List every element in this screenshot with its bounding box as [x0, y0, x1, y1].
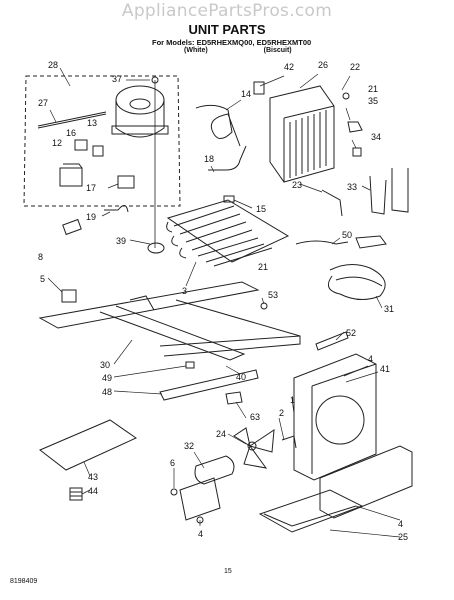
- callout-4: 4: [368, 354, 373, 364]
- callout-2: 2: [279, 408, 284, 418]
- callout-12: 12: [52, 138, 62, 148]
- footer-code: 8198409: [10, 578, 38, 585]
- model-variants: (White) (Biscuit): [184, 47, 424, 54]
- callout-35: 35: [368, 96, 378, 106]
- part-63: [225, 391, 243, 405]
- callout-22: 22: [350, 62, 360, 72]
- callout-4: 4: [398, 519, 403, 529]
- part-16: [74, 139, 88, 151]
- callout-14: 14: [241, 89, 251, 99]
- evaporator-coil: [166, 199, 290, 267]
- footer-page: 15: [224, 568, 232, 575]
- fan-shroud: [293, 353, 413, 519]
- callout-21: 21: [368, 84, 378, 94]
- callout-48: 48: [102, 387, 112, 397]
- variant-white: (White): [184, 47, 208, 54]
- part-19-wire: [104, 205, 129, 213]
- part-49: [185, 361, 195, 369]
- part-8: [62, 218, 82, 236]
- base-frame: [38, 281, 301, 361]
- callout-41: 41: [380, 364, 390, 374]
- callout-5: 5: [40, 274, 45, 284]
- callout-26: 26: [318, 60, 328, 70]
- callout-28: 28: [48, 60, 58, 70]
- part-42: [253, 81, 265, 95]
- part-5: [61, 289, 77, 303]
- callout-8: 8: [38, 252, 43, 262]
- part-44-spring: [69, 487, 83, 501]
- callout-44: 44: [88, 486, 98, 496]
- part-32-motor: [194, 455, 235, 485]
- part-35: [347, 121, 363, 133]
- callout-42: 42: [284, 62, 294, 72]
- part-31-harness: [327, 264, 386, 300]
- part-15: [223, 195, 235, 203]
- motor-bracket: [179, 477, 221, 521]
- part-2-clip: [281, 435, 297, 449]
- condenser-part: [269, 85, 335, 183]
- variant-biscuit: (Biscuit): [263, 47, 292, 54]
- callout-40: 40: [236, 372, 246, 382]
- callout-43: 43: [88, 472, 98, 482]
- callout-39: 39: [116, 236, 126, 246]
- callout-33: 33: [347, 182, 357, 192]
- part-39-grommet: [147, 242, 165, 254]
- part-43-plate: [39, 419, 138, 471]
- part-27-tube: [37, 111, 107, 127]
- leader-lines: [47, 67, 401, 538]
- callout-23: 23: [292, 180, 302, 190]
- callout-31: 31: [384, 304, 394, 314]
- part-17: [117, 175, 135, 189]
- callout-19: 19: [86, 212, 96, 222]
- page-title: UNIT PARTS: [188, 22, 266, 37]
- part-12-relay: [59, 163, 83, 187]
- callout-17: 17: [86, 183, 96, 193]
- part-18-tube: [208, 145, 247, 171]
- part-34: [352, 147, 362, 157]
- callout-37: 37: [112, 74, 122, 84]
- callout-53: 53: [268, 290, 278, 300]
- callout-32: 32: [184, 441, 194, 451]
- watermark: AppliancePartsPros.com: [121, 1, 333, 21]
- callout-49: 49: [102, 373, 112, 383]
- callout-21: 21: [258, 262, 268, 272]
- models-list: ED5RHEXMQ00, ED5RHEXMT00: [196, 38, 312, 47]
- part-48-strip: [159, 369, 259, 401]
- part-clamp: [355, 235, 387, 249]
- part-14-tube: [195, 104, 241, 147]
- callout-27: 27: [38, 98, 48, 108]
- part-6-screw: [170, 488, 178, 496]
- callout-1: 1: [290, 395, 295, 405]
- models-prefix: For Models:: [152, 38, 195, 47]
- compressor-group-box: [23, 75, 181, 207]
- part-50-wire: [295, 240, 349, 245]
- part-21-screw: [342, 92, 350, 100]
- part-13: [92, 145, 104, 157]
- callout-30: 30: [100, 360, 110, 370]
- callout-6: 6: [170, 458, 175, 468]
- model-line: For Models: ED5RHEXMQ00, ED5RHEXMT00: [152, 38, 311, 47]
- callout-16: 16: [66, 128, 76, 138]
- callout-15: 15: [256, 204, 266, 214]
- callout-18: 18: [204, 154, 214, 164]
- part-25-pan: [258, 489, 364, 533]
- part-23-tube: [321, 189, 343, 217]
- callout-50: 50: [342, 230, 352, 240]
- compressor-part: [111, 85, 169, 138]
- callout-34: 34: [371, 132, 381, 142]
- part-33-tube: [369, 175, 387, 215]
- callout-52: 52: [346, 328, 356, 338]
- callout-3: 3: [182, 286, 187, 296]
- callout-25: 25: [398, 532, 408, 542]
- callout-63: 63: [250, 412, 260, 422]
- part-52-pin: [315, 331, 349, 351]
- callout-4: 4: [198, 529, 203, 539]
- fan-blade: [233, 427, 275, 469]
- callout-13: 13: [87, 118, 97, 128]
- part-tube-right: [391, 168, 409, 213]
- callout-24: 24: [216, 429, 226, 439]
